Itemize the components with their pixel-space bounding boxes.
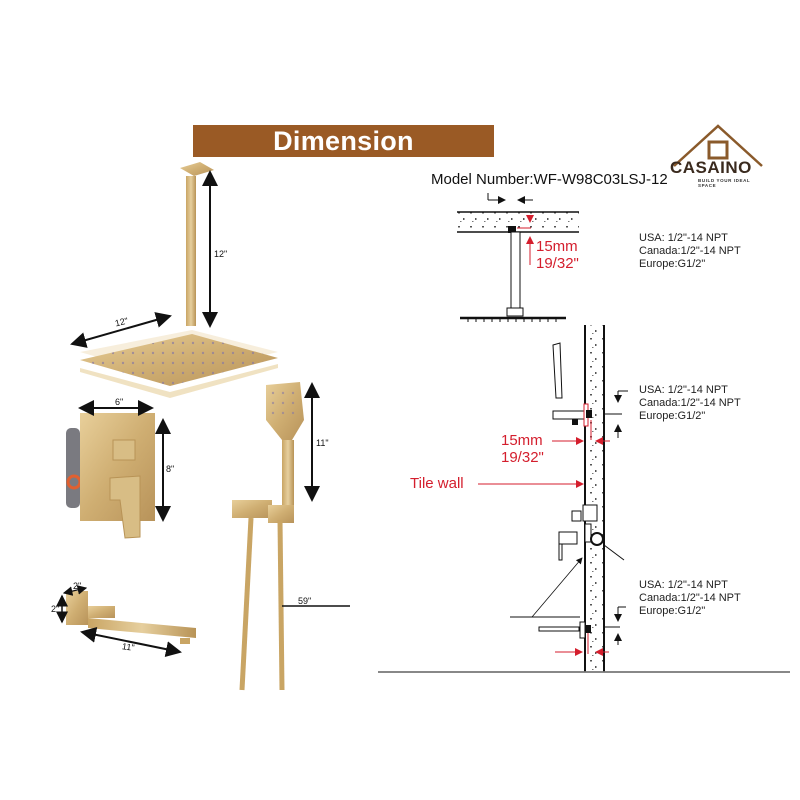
thread-usa: USA: 1/2"-14 NPT xyxy=(639,384,728,396)
dim-valve-height: 8" xyxy=(166,464,175,474)
dim-spout-width: 2" xyxy=(73,581,82,591)
thread-europe: Europe:G1/2" xyxy=(639,605,706,617)
thread-usa: USA: 1/2"-14 NPT xyxy=(639,232,728,244)
spout-thread-specs: USA: 1/2"-14 NPT Canada:1/2"-14 NPT Euro… xyxy=(639,579,741,618)
dim-spout-length: 11" xyxy=(121,641,136,653)
ceiling-offset-mm: 15mm xyxy=(536,238,578,255)
dim-valve-width: 6" xyxy=(115,397,124,407)
ceiling-shower-arm xyxy=(180,162,214,326)
dim-spout-height: 2" xyxy=(51,604,60,614)
thread-canada: Canada:1/2"-14 NPT xyxy=(639,397,741,409)
installation-diagram xyxy=(378,193,790,673)
handheld-thread-specs: USA: 1/2"-14 NPT Canada:1/2"-14 NPT Euro… xyxy=(639,384,741,423)
ceiling-offset-in: 19/32" xyxy=(536,255,579,272)
thread-canada: Canada:1/2"-14 NPT xyxy=(639,245,741,257)
handheld-offset-in: 19/32" xyxy=(501,449,544,466)
brand-logo: CASAINO BUILD YOUR IDEAL SPACE xyxy=(668,122,768,188)
house-roof-icon xyxy=(673,124,763,167)
rain-shower-head xyxy=(80,330,278,398)
dim-hose-length: 59" xyxy=(298,596,312,606)
thread-europe: Europe:G1/2" xyxy=(639,410,706,422)
brand-name: CASAINO xyxy=(670,158,752,177)
ceiling-thread-specs: USA: 1/2"-14 NPT Canada:1/2"-14 NPT Euro… xyxy=(639,232,741,271)
dimension-title-banner: Dimension xyxy=(193,125,494,157)
valve-trim-plate xyxy=(66,413,155,539)
thread-canada: Canada:1/2"-14 NPT xyxy=(639,592,741,604)
handheld-shower xyxy=(232,382,304,523)
thread-europe: Europe:G1/2" xyxy=(639,258,706,270)
thread-usa: USA: 1/2"-14 NPT xyxy=(639,579,728,591)
tile-wall-label: Tile wall xyxy=(410,475,464,492)
handheld-offset-mm: 15mm xyxy=(501,432,543,449)
model-number: Model Number:WF-W98C03LSJ-12 xyxy=(431,171,668,188)
brand-tagline: BUILD YOUR IDEAL SPACE xyxy=(698,178,751,188)
dim-handheld-length: 11" xyxy=(316,438,329,448)
tub-spout xyxy=(66,591,196,644)
dim-shower-arm-length: 12" xyxy=(214,249,228,259)
